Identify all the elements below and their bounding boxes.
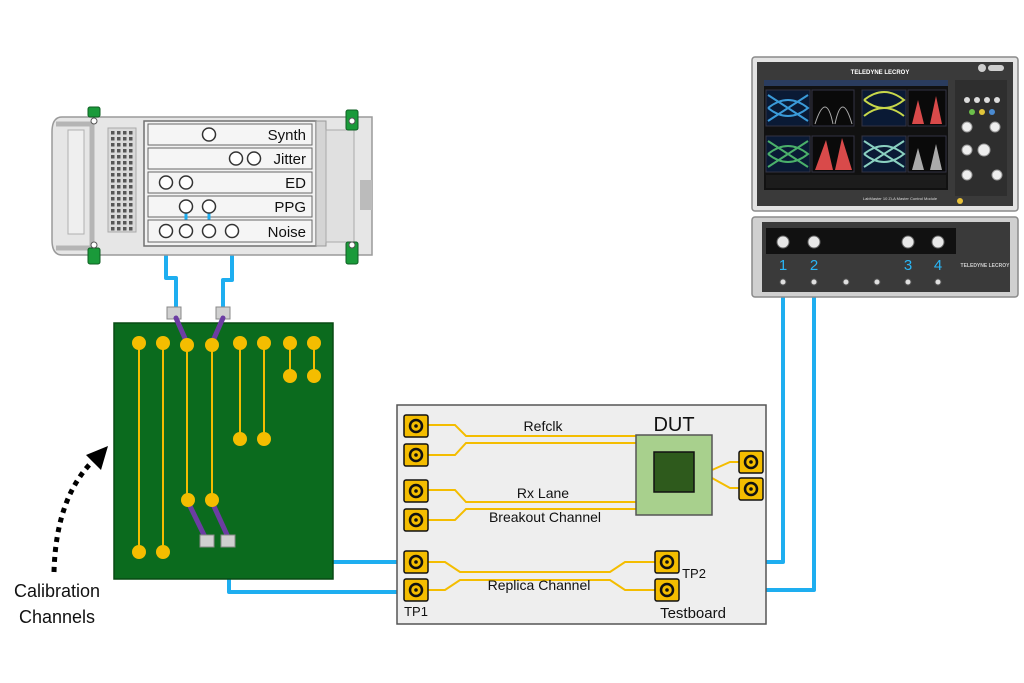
synth-connector[interactable] <box>201 127 217 142</box>
module-slot-synth: Synth <box>147 123 313 146</box>
sma-connector-tp2-n[interactable] <box>654 578 680 602</box>
calibration-board <box>113 306 334 580</box>
label-replica-channel: Replica Channel <box>488 577 591 593</box>
module-slot-ed: ED <box>147 171 313 194</box>
label-breakout-channel: Breakout Channel <box>489 509 601 525</box>
noise-connector-4[interactable] <box>224 223 240 239</box>
bert-instrument: Synth Jitter ED PPG Nois <box>51 106 373 265</box>
scope-ch4-number: 4 <box>934 257 942 274</box>
arrowhead-icon <box>86 446 108 470</box>
instrument-feet <box>87 106 359 265</box>
testboard-connectors <box>403 414 764 602</box>
vent-grille <box>107 127 137 233</box>
oscilloscope: TELEDYNE LECROY <box>751 56 1019 298</box>
calboard-pads <box>132 336 321 559</box>
sma-connector-refclk-p[interactable] <box>403 414 429 438</box>
scope-knob-2[interactable] <box>989 121 1001 133</box>
label-tp2: TP2 <box>682 566 706 581</box>
scope-ch1-number: 1 <box>779 257 787 274</box>
cable-ppg-to-calboard-right <box>221 236 234 310</box>
module-slot-noise: Noise <box>147 219 313 243</box>
scope-ch3-number: 3 <box>904 257 912 274</box>
scope-knob-1[interactable] <box>961 121 973 133</box>
sma-connector-tp2-p[interactable] <box>654 550 680 574</box>
scope-knob-3[interactable] <box>961 144 973 156</box>
scope-knob-6[interactable] <box>991 169 1003 181</box>
label-testboard: Testboard <box>660 605 726 622</box>
annotation-line-2: Channels <box>19 607 95 627</box>
calboard-output-connector-2[interactable] <box>220 534 236 548</box>
jitter-connector-1[interactable] <box>228 151 244 166</box>
scope-ch2-input[interactable] <box>807 235 821 249</box>
scope-channel-numbers: 1 2 3 4 <box>779 257 942 274</box>
module-slot-ppg: PPG <box>147 195 313 230</box>
module-label-noise: Noise <box>268 224 306 241</box>
module-slot-jitter: Jitter <box>147 147 313 170</box>
scope-ch2-number: 2 <box>810 257 818 274</box>
sma-connector-rx-n[interactable] <box>403 508 429 532</box>
module-label-ed: ED <box>285 175 306 192</box>
scope-ch1-input[interactable] <box>776 235 790 249</box>
scope-aux-ports <box>779 278 942 286</box>
scope-control-panel <box>955 64 1007 196</box>
calibration-channels-annotation: Calibration Channels <box>14 446 108 627</box>
scope-eye-diagrams <box>765 89 947 188</box>
module-label-jitter: Jitter <box>273 151 306 168</box>
module-label-ppg: PPG <box>274 199 306 216</box>
sma-connector-dut-out-p[interactable] <box>738 450 764 474</box>
sma-connector-rx-p[interactable] <box>403 479 429 503</box>
noise-connector-1[interactable] <box>158 223 174 239</box>
dut-package: DUT <box>635 414 713 516</box>
dut-die <box>653 451 695 493</box>
scope-ch4-input[interactable] <box>931 235 945 249</box>
ppg-connector-1[interactable] <box>178 199 194 214</box>
scope-module-brand: TELEDYNE LECROY <box>961 263 1011 269</box>
scope-power-led <box>957 198 963 204</box>
noise-connector-3[interactable] <box>201 223 217 239</box>
ed-connector-2[interactable] <box>178 175 194 190</box>
instrument-handle[interactable] <box>56 121 95 251</box>
calboard-output-connector-1[interactable] <box>199 534 215 548</box>
scope-knob-5[interactable] <box>961 169 973 181</box>
testboard-traces <box>428 424 740 591</box>
label-tp1: TP1 <box>404 604 428 619</box>
scope-brand-logo: TELEDYNE LECROY <box>851 70 910 76</box>
noise-connector-2[interactable] <box>178 223 194 239</box>
sma-connector-tp1-n[interactable] <box>403 578 429 602</box>
ed-connector-1[interactable] <box>158 175 174 190</box>
sma-connector-refclk-n[interactable] <box>403 443 429 467</box>
sma-connector-dut-out-n[interactable] <box>738 477 764 501</box>
label-rx-lane: Rx Lane <box>517 485 569 501</box>
label-refclk: Refclk <box>524 418 564 434</box>
jitter-connector-2[interactable] <box>246 151 262 166</box>
dotted-curved-arrow <box>51 456 98 573</box>
scope-ch3-input[interactable] <box>901 235 915 249</box>
scope-channel-inputs <box>776 235 945 249</box>
dut-label: DUT <box>653 414 694 436</box>
module-label-synth: Synth <box>268 127 306 144</box>
testboard: DUT <box>396 404 767 625</box>
ppg-connector-2[interactable] <box>201 199 217 214</box>
cable-ppg-to-calboard-left <box>164 236 178 310</box>
sma-connector-tp1-p[interactable] <box>403 550 429 574</box>
scope-knob-4[interactable] <box>977 143 991 157</box>
scope-bezel-text: LabMaster 10 Zi-A Master Control Module <box>863 196 938 201</box>
annotation-line-1: Calibration <box>14 581 100 601</box>
